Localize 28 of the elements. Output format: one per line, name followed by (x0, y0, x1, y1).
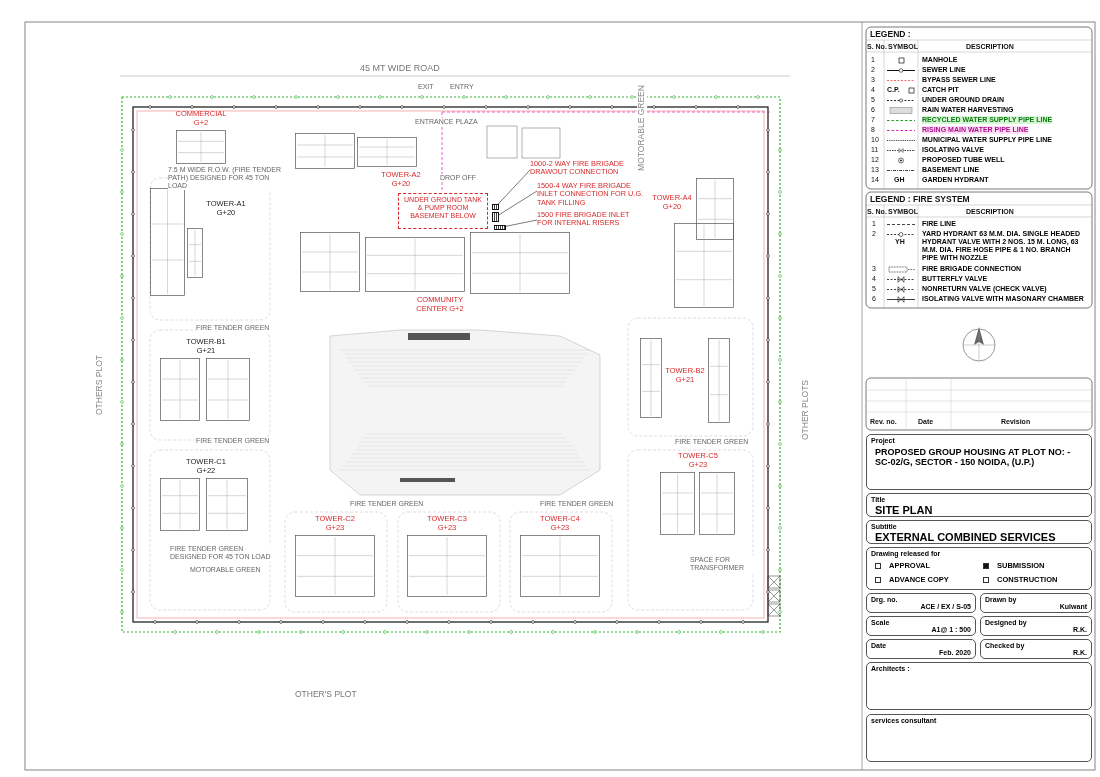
fire-brigade-connection-symbol (494, 225, 506, 230)
title-block-panel (866, 434, 1092, 490)
title-block-panel (980, 639, 1092, 659)
title-block-panel (866, 593, 976, 613)
sheet-title: SITE PLAN (875, 504, 933, 517)
plot-label: MOTORABLE GREEN (637, 85, 647, 171)
title-block-panel (866, 639, 976, 659)
leader-line (498, 169, 531, 205)
plot-label: OTHER'S PLOT (295, 690, 357, 700)
title-block-panel (980, 593, 1092, 613)
road-label: 45 MT WIDE ROAD (360, 63, 440, 74)
title-block-panel (866, 616, 976, 636)
fire-brigade-connection-symbol (492, 204, 499, 210)
leader-line (498, 190, 538, 216)
title-block-panel (866, 547, 1092, 590)
plot-label: OTHERS PLOT (95, 355, 105, 415)
title-block-panel (980, 616, 1092, 636)
fire-brigade-connection-symbol (492, 212, 499, 222)
title-block-panel (866, 714, 1092, 762)
title-block-panel (866, 662, 1092, 710)
title-block-panel (866, 520, 1092, 544)
legend-heading: LEGEND : FIRE SYSTEM (870, 195, 970, 205)
sheet-title: EXTERNAL COMBINED SERVICES (875, 531, 1056, 544)
project-description: PROPOSED GROUP HOUSING AT PLOT NO: - SC-02/G, SECTOR - 150 NOIDA, (U.P.) (875, 447, 1072, 468)
leader-line (505, 219, 538, 227)
title-block-panel (866, 493, 1092, 517)
plot-label: OTHER PLOTS (801, 380, 811, 440)
legend-heading: LEGEND : (870, 30, 911, 40)
